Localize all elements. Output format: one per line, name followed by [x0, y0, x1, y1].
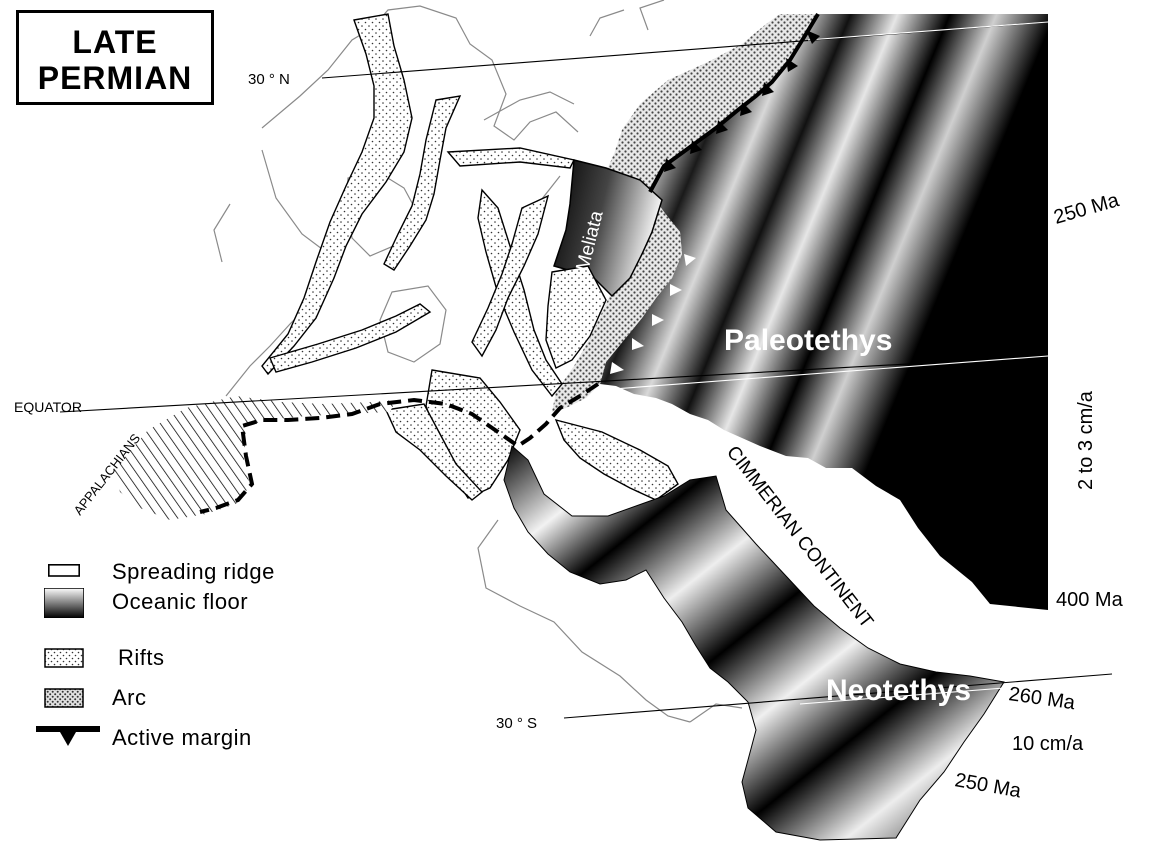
label-paleotethys: Paleotethys — [724, 324, 892, 357]
arc-symbol — [44, 688, 84, 708]
legend-label: Spreading ridge — [112, 559, 275, 584]
legend-label: Rifts — [118, 645, 165, 670]
label-neo-260ma: 260 Ma — [1007, 683, 1077, 714]
legend-item-rifts: Rifts — [36, 644, 336, 674]
legend-item-oceanic-floor: Oceanic floor — [36, 588, 336, 618]
oceanic-floor-symbol — [44, 588, 84, 618]
paleotethys-ocean — [600, 14, 1048, 610]
legend-item-arc: Arc — [36, 684, 336, 714]
label-neo-rate: 10 cm/a — [1012, 733, 1084, 755]
map-title-box: LATE PERMIAN — [16, 10, 214, 105]
legend-item-spreading-ridge: Spreading ridge — [36, 558, 336, 588]
arc-belt — [552, 14, 818, 412]
map-title-line2: PERMIAN — [37, 60, 193, 96]
appalachians-region — [114, 396, 396, 520]
active-margin-symbol — [36, 726, 100, 746]
neotethys-ocean — [503, 445, 1005, 841]
label-30n: 30 ° N — [248, 71, 290, 88]
legend-label: Oceanic floor — [112, 589, 249, 614]
label-paleo-rate: 2 to 3 cm/a — [1075, 390, 1097, 490]
spreading-ridge-symbol — [48, 564, 80, 577]
rifts-symbol — [44, 648, 84, 668]
label-paleo-400ma: 400 Ma — [1056, 589, 1124, 611]
label-equator: EQUATOR — [14, 399, 82, 415]
legend-label: Active margin — [112, 725, 252, 750]
label-paleo-250ma: 250 Ma — [1051, 189, 1122, 229]
label-neo-250ma: 250 Ma — [953, 769, 1023, 802]
active-margin-line — [610, 12, 820, 374]
label-30s: 30 ° S — [496, 715, 537, 732]
meliata-ocean — [553, 159, 663, 298]
rift-zones — [261, 13, 679, 501]
map-title-line1: LATE — [72, 24, 158, 60]
plate-boundary-dashed — [199, 382, 600, 514]
label-neotethys: Neotethys — [826, 674, 971, 707]
legend-item-active-margin: Active margin — [36, 724, 336, 754]
legend-label: Arc — [112, 685, 147, 710]
